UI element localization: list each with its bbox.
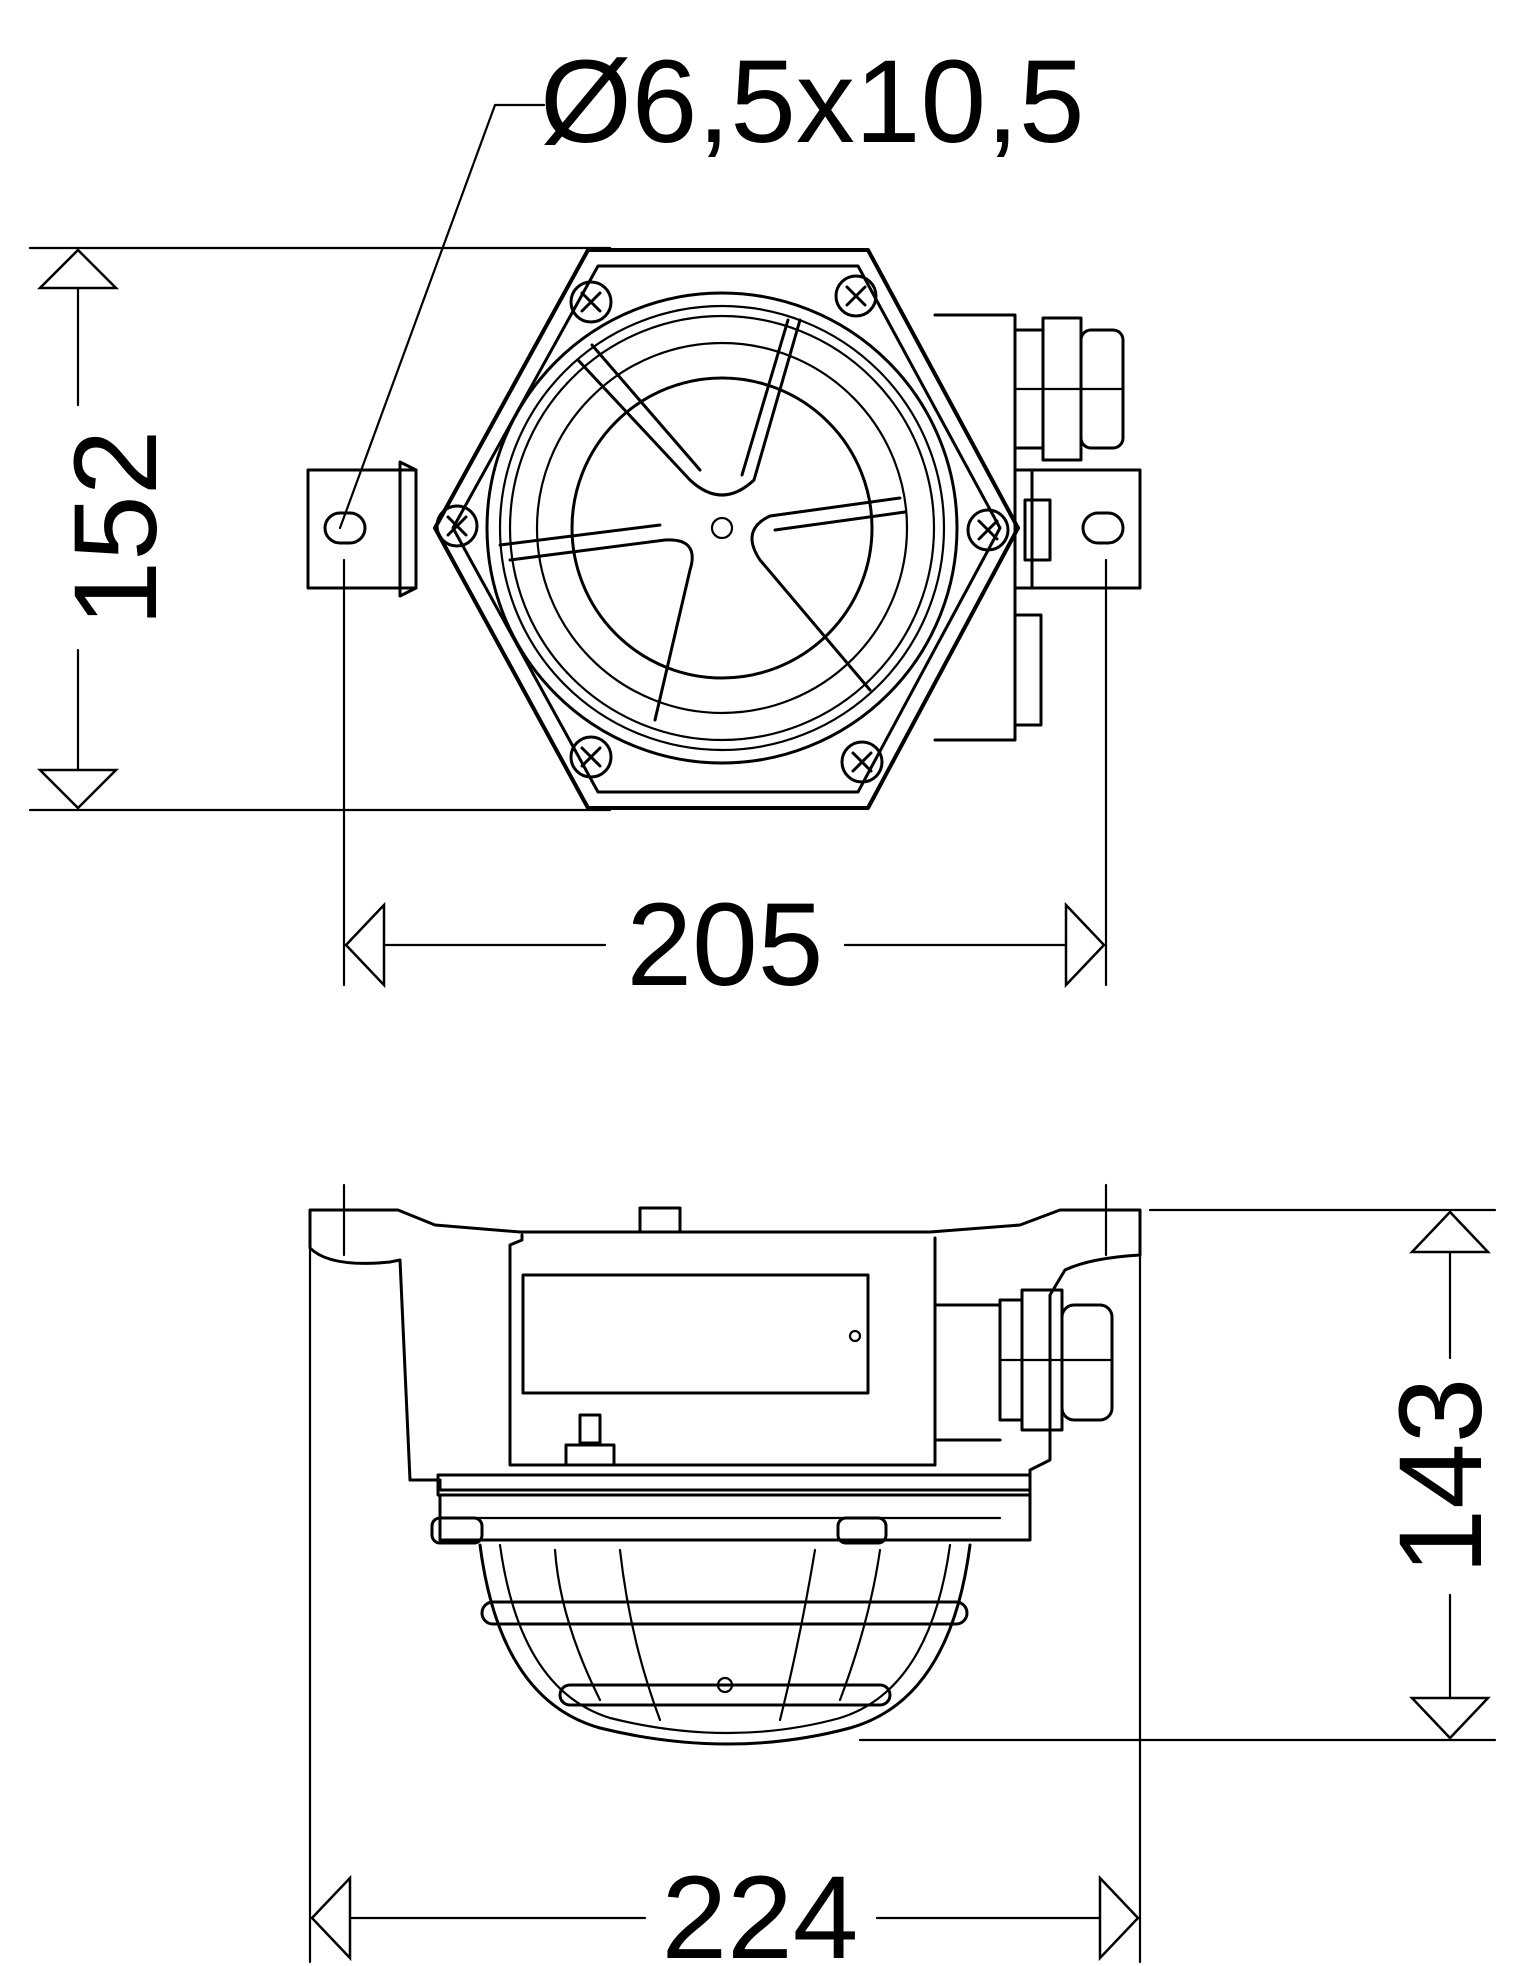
height-143-arrow-top [1409,1210,1491,1254]
junction-box-plug [1023,498,1052,562]
glass-dome [478,1543,972,1746]
glass-dome-inner [498,1543,952,1735]
flange-screw-right [836,1516,888,1545]
guard-wire-left-2 [498,523,662,547]
guard-rib-4 [838,1548,882,1702]
screw-bottom-left [569,735,613,779]
side-junction-box [508,1233,937,1467]
slot-hole-right [1081,511,1125,545]
height-143-label: 143 [1375,1378,1507,1575]
hex-housing-outer [433,248,1020,810]
screw-right [966,508,1010,552]
mounting-lug-left [306,468,418,590]
screw-top-left [569,280,613,324]
hole-size-label: Ø6,5x10,5 [540,36,1084,168]
mounting-lug-right [1030,468,1142,590]
guard-wire-right-2 [773,510,907,532]
junction-box [933,313,1017,742]
side-knob-base [564,1443,616,1467]
guard-ring-upper [480,1600,969,1626]
guard-wire-top-3 [740,318,790,477]
label-plate [521,1273,870,1395]
guard-rib-3 [778,1548,817,1722]
width-224-arrow-left [310,1874,352,1962]
dome-center-tip [716,1676,734,1694]
flange-top [436,1473,1032,1497]
height-152-arrow-top [36,248,120,290]
side-view [308,1183,1497,1964]
lug-neck-left [398,460,418,598]
width-224-arrow-right [1098,1874,1140,1962]
guard-rib-1 [553,1548,602,1702]
screw-bottom-right [840,740,884,784]
guard-wire-left [508,538,694,722]
lamp-ring-2 [498,304,946,752]
height-143-arrow-bottom [1409,1696,1491,1740]
housing-top-nub [638,1206,682,1234]
side-knob-top [578,1413,602,1445]
width-205-label: 205 [627,879,824,1011]
hole-leader-line [338,103,546,530]
guard-rib-2 [618,1548,662,1722]
lamp-center [710,516,734,540]
width-205-arrow-right [1064,901,1106,989]
side-gland-cap [1060,1303,1114,1422]
slot-hole-left [323,511,367,545]
width-205-arrow-left [344,901,386,989]
height-152-arrow-bottom [36,768,120,810]
screw-top-right [834,274,878,318]
housing-body [308,1208,1142,1492]
flange-screw-left [430,1516,484,1545]
screw-left [435,504,479,548]
lamp-ring-4 [535,341,909,715]
blind-plug [1013,613,1043,727]
label-plate-rivet [848,1329,862,1343]
guard-wire-right [750,496,902,692]
lamp-ring-inner [570,376,874,680]
guard-wire-top-2 [590,343,702,472]
height-152-label: 152 [50,430,182,627]
top-view [28,103,1142,989]
lamp-ring-outer [485,291,959,765]
guard-ring-lower [558,1683,892,1707]
lamp-ring-3 [508,314,936,742]
guard-wire-top [576,318,802,497]
width-224-label: 224 [662,1852,859,1966]
